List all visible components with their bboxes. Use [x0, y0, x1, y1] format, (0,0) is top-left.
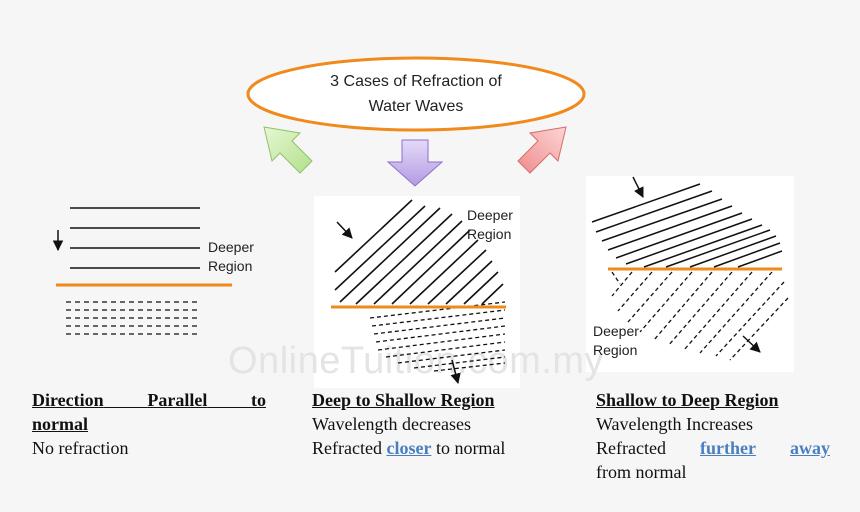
panel-2-caption: Deep to Shallow Region Wavelength decrea… — [312, 388, 552, 460]
caption-text: Refracted — [312, 438, 387, 458]
caption-heading: Shallow to Deep Region — [596, 390, 779, 410]
caption-heading-continued: normal — [32, 414, 88, 434]
panel-3-region-label: Deeper Region — [593, 322, 639, 360]
highlight-further: further — [699, 438, 756, 458]
title-line-1: 3 Cases of Refraction of — [330, 73, 502, 90]
caption-line-2: Refracted further away — [596, 436, 830, 460]
region-label-line-1: Deeper — [467, 207, 513, 223]
title-ellipse — [246, 56, 586, 132]
panel-3-caption: Shallow to Deep Region Wavelength Increa… — [596, 388, 830, 484]
region-label-line-2: Region — [208, 258, 253, 274]
caption-heading-word: Direction — [32, 390, 104, 410]
caption-heading-word: Parallel — [147, 390, 208, 410]
panel-3-diagram — [591, 176, 789, 361]
highlight-closer: closer — [386, 438, 432, 458]
panel-2-diagram — [331, 199, 506, 385]
caption-line-1: No refraction — [32, 438, 129, 458]
region-label-line-2: Region — [593, 342, 638, 358]
diagram-title: 3 Cases of Refraction of Water Waves — [248, 58, 584, 130]
panel-2-region-label: Deeper Region — [467, 206, 513, 244]
caption-text: to normal — [431, 438, 506, 458]
caption-line-2: Refracted closer to normal — [312, 436, 552, 460]
arrow-down-icon — [386, 139, 444, 187]
arrow-right-icon — [517, 126, 567, 174]
region-label-line-1: Deeper — [593, 323, 639, 339]
panel-1-diagram — [52, 207, 232, 335]
caption-heading-word: to — [251, 390, 267, 410]
caption-line-1: Wavelength decreases — [312, 414, 471, 434]
panel-1-caption: Direction Parallel to normal No refracti… — [32, 388, 266, 460]
arrow-left-icon — [263, 126, 313, 174]
caption-line-3: from normal — [596, 462, 687, 482]
region-label-line-1: Deeper — [208, 239, 254, 255]
caption-heading: Direction Parallel to — [32, 388, 266, 412]
panel-1-region-label: Deeper Region — [208, 238, 254, 276]
caption-text: Refracted — [596, 438, 666, 458]
caption-line-1: Wavelength Increases — [596, 414, 753, 434]
title-line-2: Water Waves — [368, 98, 464, 115]
highlight-away: away — [790, 438, 830, 458]
caption-heading: Deep to Shallow Region — [312, 390, 495, 410]
region-label-line-2: Region — [467, 226, 512, 242]
